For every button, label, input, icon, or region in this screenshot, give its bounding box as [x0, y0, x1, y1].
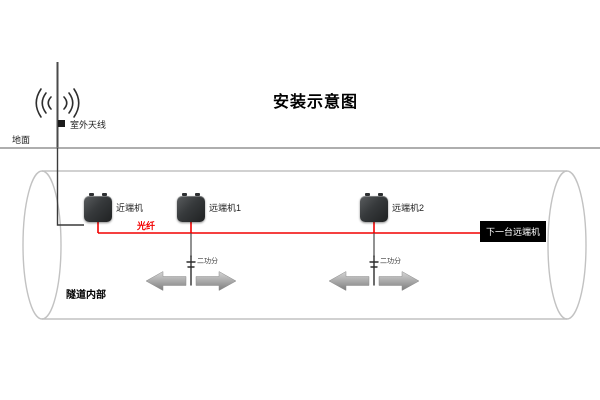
- near-end-label: 近端机: [116, 203, 144, 213]
- outdoor-antenna-label: 室外天线: [70, 120, 107, 130]
- antenna-feed-line: [56, 148, 84, 226]
- splitter2-label: 二功分: [380, 258, 401, 265]
- fiber-line: [97, 222, 480, 234]
- splitter-drop-lines: [190, 233, 375, 257]
- fiber-label: 光纤: [137, 221, 156, 231]
- diagram-title: 安装示意图: [273, 94, 359, 111]
- remote-unit-2-device: [360, 193, 388, 222]
- tunnel-interior-label: 隧道内部: [66, 290, 106, 301]
- splitter1-label: 二功分: [197, 258, 218, 265]
- antenna-mount-square: [58, 120, 65, 127]
- near-end-unit-device: [84, 193, 112, 222]
- antenna-waves-icon: [35, 88, 80, 118]
- splitter-antenna-icon: [186, 255, 379, 286]
- ground-label: 地面: [12, 135, 31, 145]
- coverage-arrows-icon: [145, 271, 420, 291]
- tunnel-cylinder: [22, 170, 587, 320]
- remote-unit-1-device: [177, 193, 205, 222]
- next-remote-box: 下一台远端机: [480, 221, 546, 242]
- remote2-label: 远端机2: [392, 203, 425, 213]
- remote1-label: 远端机1: [209, 203, 242, 213]
